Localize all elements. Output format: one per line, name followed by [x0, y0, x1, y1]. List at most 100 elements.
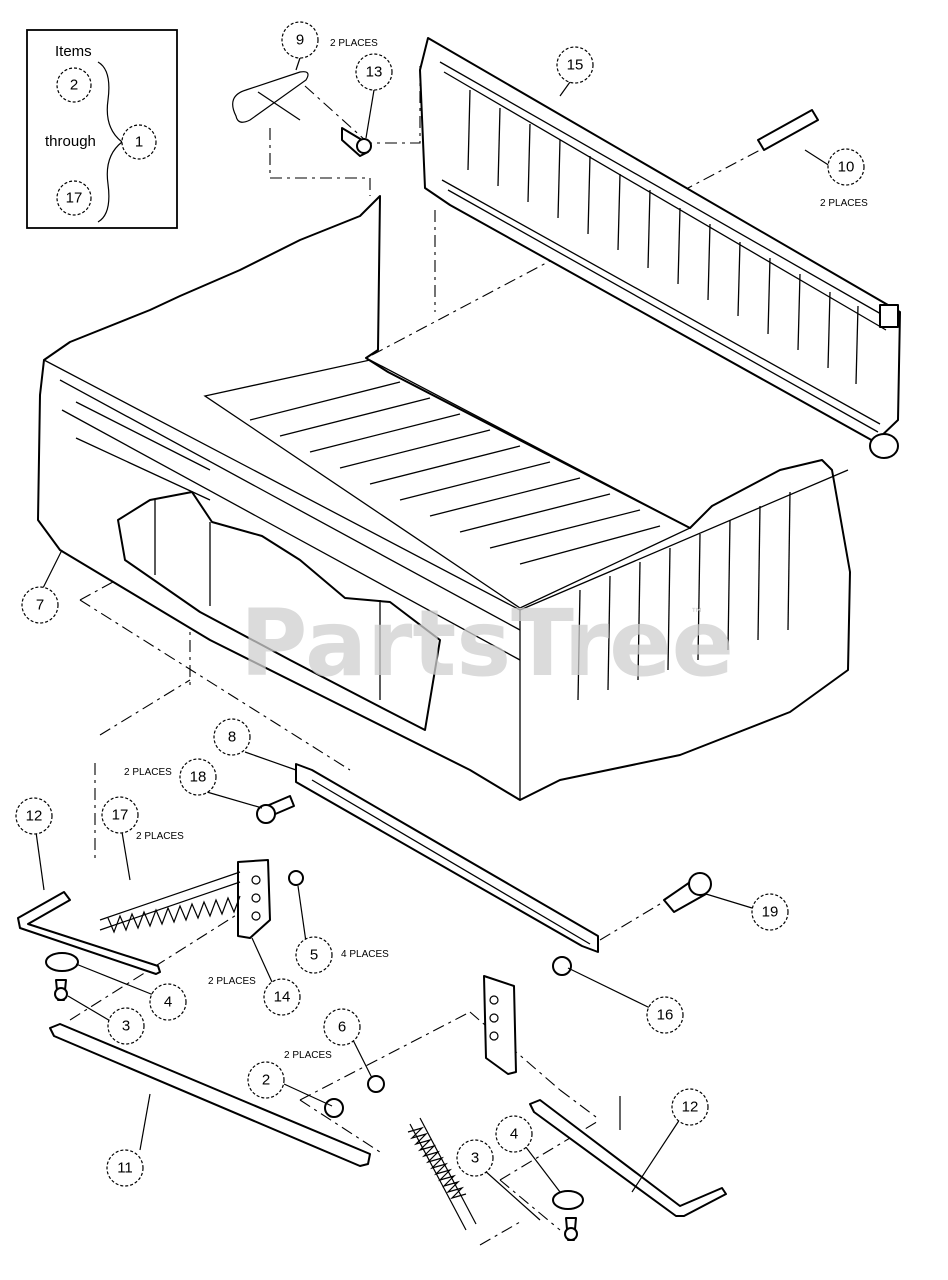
callout-4-2: 4 — [495, 1115, 533, 1153]
bed-wall-ribs — [577, 491, 791, 701]
callout-circle — [355, 53, 393, 91]
screw-3-left-part — [54, 979, 68, 1001]
callout-circle — [323, 1008, 361, 1046]
callout-12: 12 — [15, 797, 53, 835]
legend-end: 17 — [66, 190, 83, 207]
callout-6: 6 — [323, 1008, 361, 1046]
callout-number: 4 — [510, 1126, 518, 1143]
rod-11-part — [49, 1023, 371, 1167]
note-2-places-item-6: 2 PLACES — [284, 1050, 332, 1061]
callout-11: 11 — [106, 1149, 144, 1187]
callout-9: 9 — [281, 21, 319, 59]
watermark-trademark: ™ — [690, 606, 704, 622]
callout-7: 7 — [21, 586, 59, 624]
callout-number: 3 — [122, 1018, 130, 1035]
callout-circle — [247, 1061, 285, 1099]
callout-number: 4 — [164, 994, 172, 1011]
callout-circle — [556, 46, 594, 84]
callout-number: 19 — [762, 904, 779, 921]
callout-circle — [101, 796, 139, 834]
callout-circle — [495, 1115, 533, 1153]
tailgate-part — [419, 37, 901, 459]
callout-4: 4 — [149, 983, 187, 1021]
callout-circle — [15, 797, 53, 835]
rod-12-right-part — [529, 1099, 727, 1217]
bolt-13-part — [341, 127, 372, 157]
legend-title: Items — [55, 43, 92, 60]
washer-5-part — [288, 870, 304, 886]
washer-4-right-part — [552, 1190, 584, 1210]
callout-number: 5 — [310, 947, 318, 964]
callout-17: 17 — [101, 796, 139, 834]
note-2-places-item-18: 2 PLACES — [124, 767, 172, 778]
callout-2: 2 — [247, 1061, 285, 1099]
callout-15: 15 — [556, 46, 594, 84]
callout-number: 6 — [338, 1019, 346, 1036]
callout-circle — [21, 586, 59, 624]
callout-circle — [295, 936, 333, 974]
callout-circle — [107, 1007, 145, 1045]
legend-middle: through — [45, 133, 96, 150]
callout-number: 12 — [26, 808, 43, 825]
callout-number: 8 — [228, 729, 236, 746]
callout-14: 14 — [263, 978, 301, 1016]
bolt-18-part — [256, 795, 295, 824]
callout-number: 11 — [117, 1160, 133, 1177]
spring-17-part — [99, 871, 241, 934]
callout-circle — [179, 758, 217, 796]
callout-number: 18 — [190, 769, 207, 786]
callout-number: 14 — [274, 989, 291, 1006]
callout-8: 8 — [213, 718, 251, 756]
washer-4-left-part — [45, 952, 79, 972]
legend-box: Items 2 through 17 1 — [26, 29, 178, 229]
legend-result: 1 — [135, 134, 143, 151]
callout-number: 12 — [682, 1099, 699, 1116]
callout-10: 10 — [827, 148, 865, 186]
callout-circle — [263, 978, 301, 1016]
bolt-19-part — [663, 872, 712, 913]
watermark: PartsTree — [240, 590, 734, 697]
callout-number: 3 — [471, 1150, 479, 1167]
pin-part — [757, 109, 819, 151]
callout-number: 17 — [112, 807, 129, 824]
callout-circle — [149, 983, 187, 1021]
leader-lines — [35, 57, 831, 1221]
screw-3-right-part — [564, 1217, 578, 1241]
callout-circle — [281, 21, 319, 59]
callout-3: 3 — [107, 1007, 145, 1045]
callout-circle — [671, 1088, 709, 1126]
callout-number: 2 — [262, 1072, 270, 1089]
note-2-places-item-9: 2 PLACES — [330, 38, 378, 49]
spring-right-part — [407, 1117, 477, 1231]
callout-16: 16 — [646, 996, 684, 1034]
support-bar-part — [295, 763, 599, 953]
quantity-notes: 2 PLACES 2 PLACES 2 PLACES 2 PLACES 4 PL… — [124, 38, 868, 1061]
callout-layer: 9 13 15 10 7 8 18 12 17 5 14 4 3 11 6 2 16 19 12 4 3 — [15, 21, 865, 1187]
callout-3-2: 3 — [456, 1139, 494, 1177]
callout-number: 16 — [657, 1007, 674, 1024]
callout-circle — [827, 148, 865, 186]
callout-19: 19 — [751, 893, 789, 931]
callout-12-2: 12 — [671, 1088, 709, 1126]
note-2-places-item-10: 2 PLACES — [820, 198, 868, 209]
note-2-places-item-17: 2 PLACES — [136, 831, 184, 842]
callout-5: 5 — [295, 936, 333, 974]
cargo-bed-part — [37, 195, 851, 801]
nut-2-part — [324, 1098, 344, 1118]
note-2-places-item-14: 2 PLACES — [208, 976, 256, 987]
callout-circle — [106, 1149, 144, 1187]
callout-circle — [213, 718, 251, 756]
callout-circle — [646, 996, 684, 1034]
callout-number: 15 — [567, 57, 584, 74]
callout-number: 7 — [36, 597, 44, 614]
rod-12-left-part — [17, 891, 161, 975]
callout-13: 13 — [355, 53, 393, 91]
nut-16-part — [552, 956, 572, 976]
tailgate-ribs — [467, 89, 859, 385]
bed-floor-ribs — [249, 381, 661, 565]
callout-number: 13 — [366, 64, 383, 81]
callout-circle — [751, 893, 789, 931]
hairpin-clip-part — [232, 71, 309, 123]
callout-18: 18 — [179, 758, 217, 796]
nut-6-part — [367, 1075, 385, 1093]
